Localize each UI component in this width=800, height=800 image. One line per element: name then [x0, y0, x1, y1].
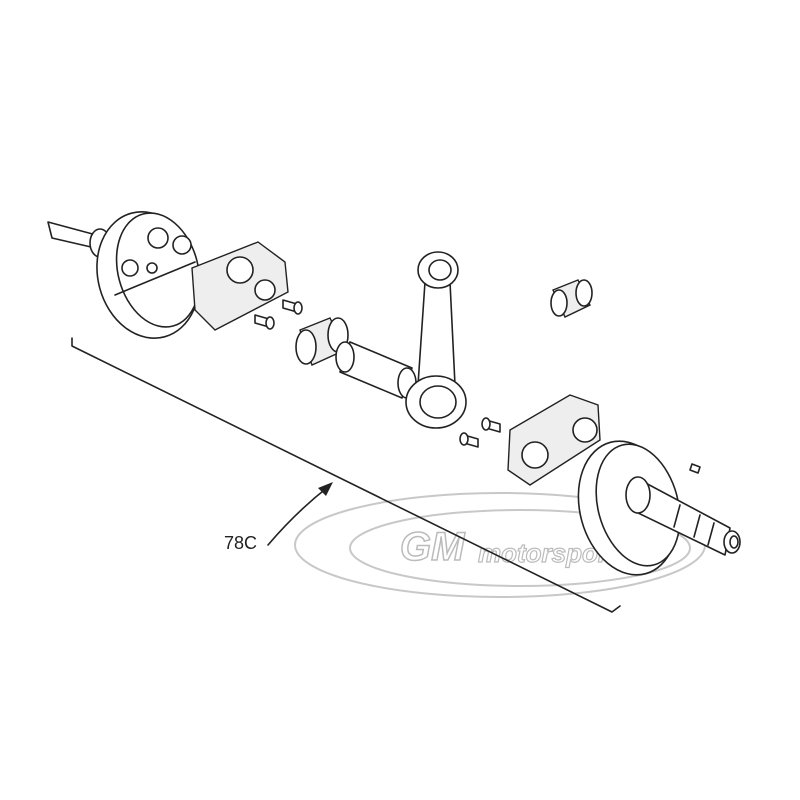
svg-text:GM: GM — [400, 525, 466, 569]
screw — [481, 417, 501, 433]
screw — [459, 432, 479, 448]
screw — [282, 299, 303, 315]
crank-pin — [335, 341, 417, 399]
right-crank-web — [507, 394, 601, 486]
part-callout-label: 78C — [224, 533, 258, 553]
screw — [254, 314, 275, 330]
callout-arrow — [267, 482, 333, 546]
assembly-bracket — [71, 337, 621, 613]
right-crank-half — [577, 440, 741, 576]
small-end-needle-bearing — [550, 279, 593, 318]
woodruff-key — [689, 463, 701, 474]
left-crank-web — [191, 241, 289, 331]
connecting-rod — [405, 251, 467, 429]
left-crank-half — [47, 211, 201, 339]
